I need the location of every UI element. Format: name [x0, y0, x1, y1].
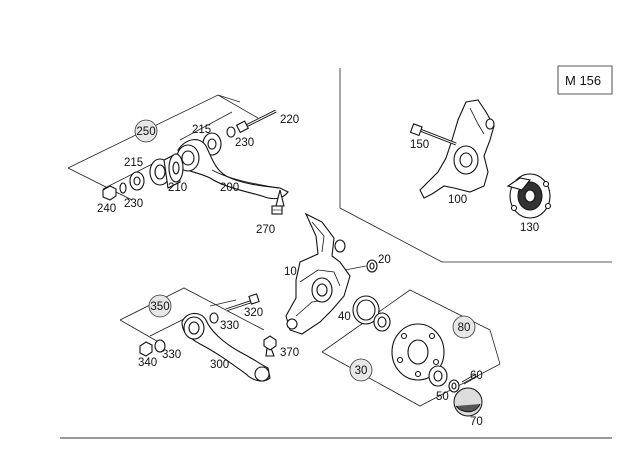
label-130: 130 — [520, 222, 539, 234]
m156-hub-130 — [506, 173, 552, 219]
label-215-left: 215 — [124, 157, 143, 169]
bearing-30 — [428, 365, 448, 387]
m156-knuckle-100 — [419, 99, 495, 199]
label-330-upper: 330 — [220, 320, 239, 332]
callout-80: 80 — [452, 315, 476, 339]
label-270: 270 — [256, 224, 275, 236]
label-320: 320 — [244, 307, 263, 319]
label-70: 70 — [470, 416, 483, 428]
grease-cap-70 — [453, 387, 483, 417]
label-50: 50 — [436, 391, 449, 403]
hub-group — [321, 289, 501, 417]
callout-30: 30 — [349, 358, 373, 382]
svg-text:350: 350 — [150, 301, 169, 313]
bearing-ring — [373, 312, 391, 332]
upper-control-arm-group — [67, 94, 289, 215]
label-370: 370 — [280, 347, 299, 359]
wheel-hub-80 — [391, 323, 445, 381]
label-240: 240 — [97, 203, 116, 215]
label-230-upper: 230 — [235, 137, 254, 149]
svg-text:80: 80 — [458, 322, 471, 334]
washer-50 — [448, 379, 460, 393]
bolt-220 — [235, 109, 277, 134]
label-210: 210 — [168, 182, 187, 194]
washer-230-left — [129, 171, 145, 191]
washer-330-lower — [154, 339, 166, 353]
label-330-lower: 330 — [162, 349, 181, 361]
inset-frame-line — [339, 68, 612, 263]
label-100: 100 — [448, 194, 467, 206]
label-340: 340 — [138, 357, 157, 369]
lower-arm-300 — [181, 312, 271, 382]
lower-control-arm-group — [119, 287, 277, 382]
m156-bolt-150 — [409, 123, 457, 146]
label-60: 60 — [470, 370, 483, 382]
model-designation-box: M 156 — [557, 65, 613, 95]
callout-250: 250 — [134, 119, 158, 143]
model-label: M 156 — [565, 73, 601, 88]
label-300: 300 — [210, 359, 229, 371]
label-215-upper: 215 — [192, 124, 211, 136]
washer-330-upper — [209, 312, 219, 324]
seal-40 — [352, 295, 380, 325]
label-200: 200 — [220, 182, 239, 194]
svg-text:250: 250 — [136, 126, 155, 138]
svg-text:30: 30 — [355, 365, 368, 377]
label-20: 20 — [378, 254, 391, 266]
label-220: 220 — [280, 114, 299, 126]
steering-knuckle-10 — [285, 212, 351, 335]
nut-340 — [139, 341, 153, 357]
callout-350: 350 — [148, 294, 172, 318]
washer-20 — [366, 259, 378, 273]
bolt-320 — [225, 293, 260, 312]
label-10: 10 — [284, 266, 297, 278]
washer-230-upper — [226, 126, 236, 138]
bushing-210 — [163, 153, 184, 189]
label-150: 150 — [410, 139, 429, 151]
control-arm-200 — [176, 139, 289, 215]
pin-60 — [461, 373, 479, 385]
ball-joint-370 — [263, 335, 277, 357]
nut-240 — [102, 185, 117, 201]
label-40: 40 — [338, 311, 351, 323]
washer-small — [119, 182, 127, 194]
label-230-left: 230 — [124, 198, 143, 210]
